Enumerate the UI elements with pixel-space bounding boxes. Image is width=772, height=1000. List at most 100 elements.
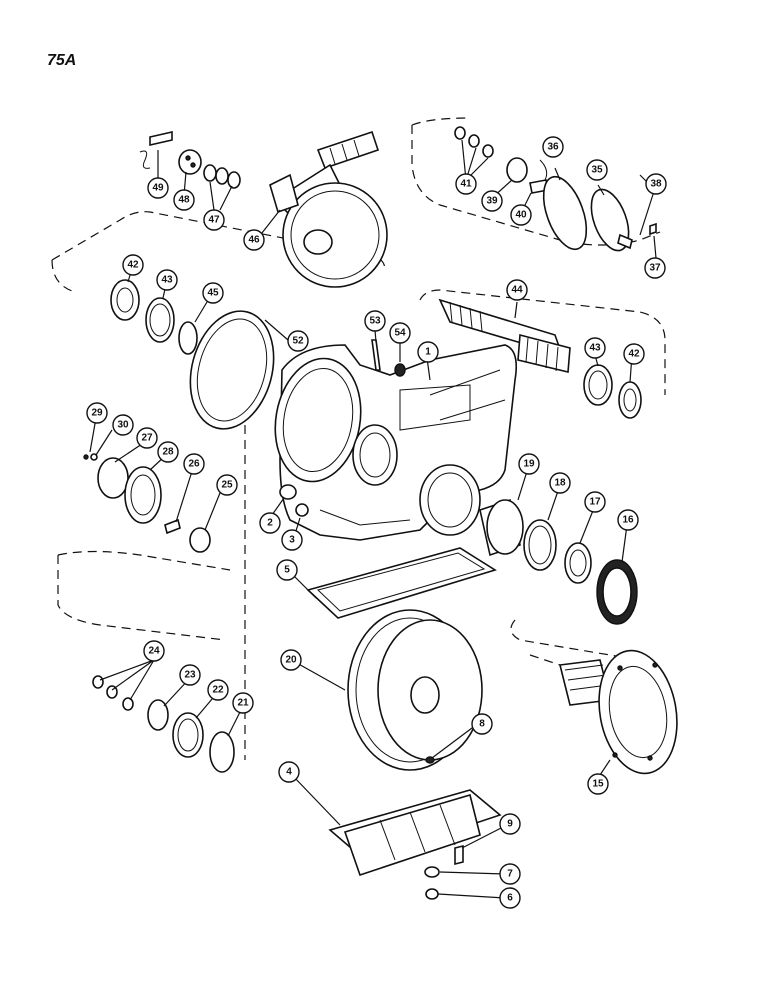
callout-45: 45 [202, 282, 224, 304]
callout-37: 37 [644, 257, 666, 279]
callout-19: 19 [518, 453, 540, 475]
callout-4: 4 [278, 761, 300, 783]
svg-text:21: 21 [237, 698, 249, 709]
svg-text:3: 3 [289, 535, 295, 546]
callout-47: 47 [203, 209, 225, 231]
svg-text:47: 47 [208, 215, 220, 226]
left-cover-group [83, 453, 211, 553]
callout-41: 41 [455, 173, 477, 195]
svg-text:17: 17 [589, 497, 601, 508]
callout-49: 49 [147, 177, 169, 199]
svg-text:49: 49 [152, 183, 164, 194]
callout-labels: 1 2 3 4 5 6 7 8 9 15 16 17 18 19 20 21 2… [86, 136, 667, 909]
svg-text:4: 4 [286, 767, 292, 778]
svg-text:29: 29 [91, 408, 103, 419]
svg-text:42: 42 [628, 349, 640, 360]
svg-text:25: 25 [221, 480, 233, 491]
callout-38: 38 [645, 173, 667, 195]
svg-text:52: 52 [292, 336, 304, 347]
svg-text:9: 9 [507, 819, 513, 830]
cover-gasket [306, 547, 497, 619]
svg-text:45: 45 [207, 288, 219, 299]
svg-text:28: 28 [162, 447, 174, 458]
svg-text:26: 26 [188, 459, 200, 470]
stud-and-nut [371, 339, 406, 377]
svg-text:39: 39 [486, 196, 498, 207]
svg-text:40: 40 [515, 210, 527, 221]
svg-text:7: 7 [507, 869, 513, 880]
callout-17: 17 [584, 491, 606, 513]
callout-52: 52 [287, 330, 309, 352]
svg-text:15: 15 [592, 779, 604, 790]
callout-20: 20 [280, 649, 302, 671]
callout-2: 2 [259, 512, 281, 534]
svg-text:6: 6 [507, 893, 513, 904]
callout-44: 44 [506, 279, 528, 301]
callout-1: 1 [417, 341, 439, 363]
differential-housing [274, 344, 518, 541]
pinion-shaft [438, 298, 571, 373]
svg-text:46: 46 [248, 235, 260, 246]
callout-42-right: 42 [623, 343, 645, 365]
callout-24: 24 [143, 640, 165, 662]
svg-text:53: 53 [369, 316, 381, 327]
callout-7: 7 [499, 863, 521, 885]
svg-text:54: 54 [394, 328, 406, 339]
callout-22: 22 [207, 679, 229, 701]
left-bearing-group-lower [92, 675, 235, 773]
left-bearing-set [110, 279, 275, 430]
svg-text:16: 16 [622, 515, 634, 526]
callout-29: 29 [86, 402, 108, 424]
callout-16: 16 [617, 509, 639, 531]
leader-lines [89, 139, 657, 899]
callout-36: 36 [542, 136, 564, 158]
callout-28: 28 [157, 441, 179, 463]
callout-35: 35 [586, 159, 608, 181]
bull-gear [347, 609, 483, 771]
top-left-washers [139, 130, 241, 189]
callout-6: 6 [499, 887, 521, 909]
svg-text:27: 27 [141, 433, 153, 444]
callout-48: 48 [173, 189, 195, 211]
svg-text:24: 24 [148, 646, 160, 657]
svg-text:43: 43 [589, 343, 601, 354]
svg-text:36: 36 [547, 142, 559, 153]
svg-text:42: 42 [127, 260, 139, 271]
svg-text:35: 35 [591, 165, 603, 176]
page-number: 75A [47, 52, 77, 69]
svg-text:44: 44 [511, 285, 523, 296]
callout-43-left: 43 [156, 269, 178, 291]
callout-18: 18 [549, 472, 571, 494]
callout-42-left: 42 [122, 254, 144, 276]
callout-40: 40 [510, 204, 532, 226]
callout-5: 5 [276, 559, 298, 581]
callout-23: 23 [179, 664, 201, 686]
svg-text:19: 19 [523, 459, 535, 470]
svg-text:23: 23 [184, 670, 196, 681]
callout-21: 21 [232, 692, 254, 714]
callout-26: 26 [183, 453, 205, 475]
svg-text:43: 43 [161, 275, 173, 286]
callout-53: 53 [364, 310, 386, 332]
callout-9: 9 [499, 813, 521, 835]
ring-gear [269, 130, 388, 288]
svg-text:41: 41 [460, 179, 472, 190]
svg-text:20: 20 [285, 655, 297, 666]
svg-text:38: 38 [650, 179, 662, 190]
right-bearing-set [583, 364, 642, 419]
callout-30: 30 [112, 414, 134, 436]
callout-25: 25 [216, 474, 238, 496]
callout-54: 54 [389, 322, 411, 344]
svg-text:30: 30 [117, 420, 129, 431]
callout-8: 8 [471, 713, 493, 735]
callout-39: 39 [481, 190, 503, 212]
axle-flange [559, 649, 678, 775]
callout-3: 3 [281, 529, 303, 551]
svg-text:5: 5 [284, 565, 290, 576]
svg-text:22: 22 [212, 685, 224, 696]
svg-text:1: 1 [425, 347, 431, 358]
pan-plugs [424, 756, 464, 900]
callout-43-right: 43 [584, 337, 606, 359]
axle-bearings-right [479, 498, 638, 625]
svg-text:48: 48 [178, 195, 190, 206]
